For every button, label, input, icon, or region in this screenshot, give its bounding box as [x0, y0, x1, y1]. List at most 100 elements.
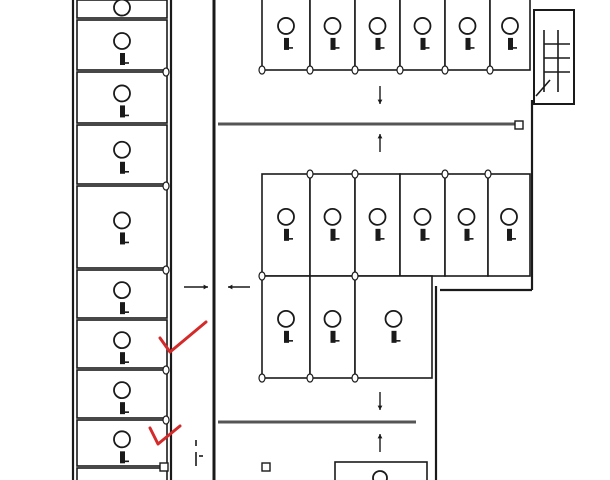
column-joint [441, 169, 449, 179]
spot-number-circle [113, 430, 131, 449]
spot-mark [284, 228, 289, 241]
spot-outline [399, 0, 446, 71]
left-column-spot [76, 0, 168, 32]
spot-mark [120, 232, 125, 245]
spot-mark [120, 53, 125, 65]
column-joint [258, 271, 266, 281]
spot-number-circle [500, 207, 518, 226]
top-row-spot [354, 0, 401, 71]
spot-number-circle [277, 207, 295, 226]
spot-number-circle [323, 309, 342, 328]
left-column-spot [76, 269, 168, 319]
top-row-spot [261, 0, 311, 71]
middle-row-spot [399, 173, 446, 277]
spot-mark [465, 37, 471, 50]
middle-row-spot [261, 173, 311, 277]
spot-number-circle [372, 470, 388, 480]
left-column-spot [76, 369, 168, 419]
column-joint [441, 65, 449, 75]
left-column-spot [76, 467, 168, 480]
spot-mark [120, 161, 125, 174]
spot-mark [464, 228, 470, 241]
stairwell [533, 9, 575, 105]
traffic-arrows [184, 86, 383, 452]
stair-diagonal [535, 79, 551, 97]
middle-row-spot [309, 173, 356, 277]
marker-square [514, 120, 524, 130]
walls [71, 0, 534, 480]
column-joint [162, 265, 170, 275]
spot-mark [375, 228, 381, 241]
spot-number-circle [368, 207, 387, 226]
spot-number-circle [113, 381, 131, 400]
spot-number-circle [113, 331, 131, 350]
column-joint [484, 169, 492, 179]
column-joint [396, 65, 404, 75]
spot-mark [330, 330, 336, 343]
spot-number-circle [113, 211, 131, 230]
spot-number-circle [368, 17, 387, 35]
spot-outline [309, 0, 356, 71]
spot-mark [330, 37, 336, 50]
stairwell-frame [533, 9, 575, 105]
spot-number-circle [113, 281, 131, 300]
spot-mark [375, 37, 381, 50]
lower-row-spot [309, 275, 356, 379]
column-tick-marks [195, 440, 203, 466]
spot-mark [120, 105, 125, 118]
spot-mark [284, 37, 289, 50]
spot-mark [420, 37, 426, 50]
spot-number-circle [277, 309, 295, 328]
marker-square [261, 462, 271, 472]
direction-arrow [377, 434, 383, 452]
column-joint [351, 271, 359, 281]
checkmarks [148, 320, 208, 446]
spot-outline [354, 0, 401, 71]
left-column-spot [76, 419, 168, 467]
top-row-spot [444, 0, 491, 71]
spot-number-circle [501, 17, 519, 35]
direction-arrow [184, 284, 208, 290]
column-joint [258, 373, 266, 383]
direction-arrow [377, 134, 383, 152]
spot-number-circle [323, 207, 342, 226]
spot-outline [261, 0, 311, 71]
direction-arrow [228, 284, 250, 290]
checkmark-icon [158, 320, 208, 354]
spot-outline [76, 124, 168, 185]
checkmark-icon [148, 424, 182, 446]
lower-row-spot [354, 275, 433, 379]
column-joint [162, 365, 170, 375]
spot-number-circle [413, 17, 432, 35]
column-joint [306, 65, 314, 75]
column-joint [162, 415, 170, 425]
spot-mark [120, 352, 125, 365]
middle-row-spot [354, 173, 401, 277]
column-joint [351, 65, 359, 75]
column-joint [162, 181, 170, 191]
spot-number-circle [113, 0, 131, 17]
left-column-spot [76, 185, 168, 269]
column-joint [306, 169, 314, 179]
spot-number-circle [413, 207, 432, 226]
spot-number-circle [113, 140, 131, 159]
spot-number-circle [384, 309, 403, 328]
left-column-spot [76, 319, 168, 369]
top-row-spot [489, 0, 531, 71]
left-column-spot [76, 71, 168, 124]
left-column-spot [76, 124, 168, 185]
spot-mark [508, 37, 513, 50]
spot-number-circle [277, 17, 295, 35]
column-joint [351, 373, 359, 383]
spot-number-circle [457, 207, 476, 226]
column-joint [162, 67, 170, 77]
spot-mark [120, 402, 125, 415]
spot-outline [444, 0, 491, 71]
middle-row-spot [444, 173, 489, 277]
left-column-spot [76, 19, 168, 71]
column-joint [258, 65, 266, 75]
spot-number-circle [323, 17, 342, 35]
column-joint [486, 65, 494, 75]
spot-number-circle [113, 84, 131, 103]
